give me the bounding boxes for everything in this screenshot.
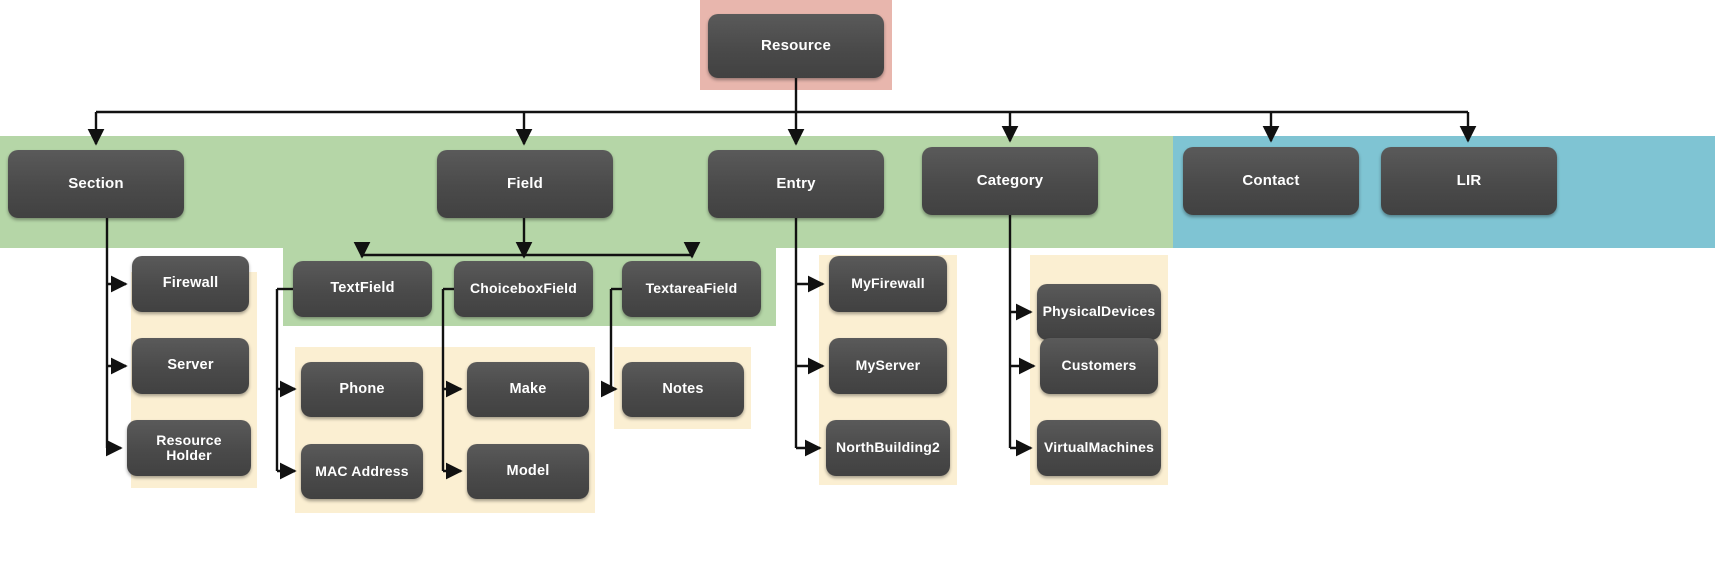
node-mac-address[interactable]: MAC Address xyxy=(301,444,423,499)
node-contact[interactable]: Contact xyxy=(1183,147,1359,215)
node-field[interactable]: Field xyxy=(437,150,613,218)
node-resource[interactable]: Resource xyxy=(708,14,884,78)
node-server[interactable]: Server xyxy=(132,338,249,394)
node-notes[interactable]: Notes xyxy=(622,362,744,417)
node-myfirewall[interactable]: MyFirewall xyxy=(829,256,947,312)
node-customers[interactable]: Customers xyxy=(1040,338,1158,394)
node-firewall[interactable]: Firewall xyxy=(132,256,249,312)
node-make[interactable]: Make xyxy=(467,362,589,417)
node-section[interactable]: Section xyxy=(8,150,184,218)
node-myserver[interactable]: MyServer xyxy=(829,338,947,394)
node-entry[interactable]: Entry xyxy=(708,150,884,218)
node-northbuilding2[interactable]: NorthBuilding2 xyxy=(826,420,950,476)
node-textareafield[interactable]: TextareaField xyxy=(622,261,761,317)
node-textfield[interactable]: TextField xyxy=(293,261,432,317)
node-model[interactable]: Model xyxy=(467,444,589,499)
node-lir[interactable]: LIR xyxy=(1381,147,1557,215)
node-phone[interactable]: Phone xyxy=(301,362,423,417)
node-physicaldevices[interactable]: PhysicalDevices xyxy=(1037,284,1161,340)
node-virtualmachines[interactable]: VirtualMachines xyxy=(1037,420,1161,476)
node-category[interactable]: Category xyxy=(922,147,1098,215)
node-resource-holder[interactable]: Resource Holder xyxy=(127,420,251,476)
node-choiceboxfield[interactable]: ChoiceboxField xyxy=(454,261,593,317)
